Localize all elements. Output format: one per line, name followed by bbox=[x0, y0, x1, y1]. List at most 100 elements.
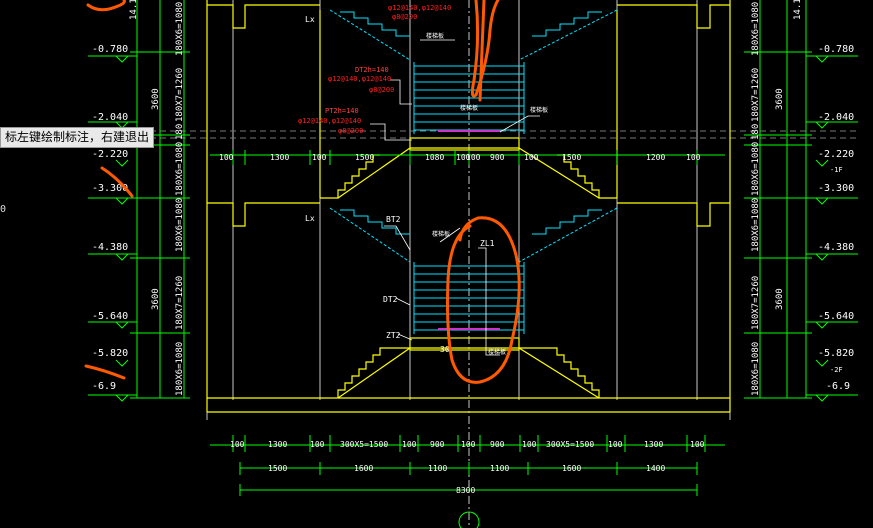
label-tag-e: 楼梯板 bbox=[460, 104, 478, 112]
mid-dim-10: 1500 bbox=[562, 153, 581, 162]
mid-dim-2: 1300 bbox=[270, 153, 289, 162]
left-elev-1: -0.780 bbox=[92, 44, 128, 55]
label-zl1: ZL1 bbox=[480, 239, 495, 248]
rebar-note-2: φ8@200 bbox=[392, 13, 417, 21]
right-step-6: 180X7=1260 bbox=[751, 276, 761, 330]
right-elev-1: -0.780 bbox=[818, 44, 854, 55]
drawing-labels: Lx Lx BT2 DT2 ZL1 ZT2 楼梯板 楼梯板 楼梯板 楼梯板 楼梯… bbox=[305, 15, 548, 356]
bottom-dim-4: 300X5=1500 bbox=[340, 440, 388, 449]
left-vertical-dims: 14.100 3600 3600 180X6=1080 180X7=1260 1… bbox=[129, 0, 185, 396]
bottom-dim-9: 100 bbox=[522, 440, 537, 449]
right-floor-mark-2: -2F bbox=[830, 366, 843, 374]
bottom-dim-8: 900 bbox=[490, 440, 505, 449]
bottom-dim-3: 100 bbox=[310, 440, 325, 449]
label-tag-b: 楼梯板 bbox=[530, 106, 548, 114]
left-step-7: 180X6=1080 bbox=[175, 342, 185, 396]
right-step-7: 180X6=1080 bbox=[751, 342, 761, 396]
left-elev-5: -4.380 bbox=[92, 242, 128, 253]
left-step-4: 180X6=1080 bbox=[175, 142, 185, 196]
mid-dim-1: 100 bbox=[219, 153, 234, 162]
right-height-2: 3600 bbox=[775, 288, 785, 310]
mid-dim-7: 100 bbox=[466, 153, 481, 162]
rebar-note-7: φ12@140,φ12@140 bbox=[298, 117, 361, 125]
dimension-lines bbox=[210, 150, 725, 528]
rebar-note-3: DT2h=140 bbox=[355, 66, 389, 74]
left-elevation-scale bbox=[88, 0, 190, 402]
bottom-dim-11: 100 bbox=[608, 440, 623, 449]
bottom-dim-13: 100 bbox=[690, 440, 705, 449]
right-elev-8: -6.9 bbox=[826, 381, 850, 392]
left-step-1: 180X6=1080 bbox=[175, 2, 185, 56]
rebar-note-8: φ8@200 bbox=[338, 127, 363, 135]
left-elev-8: -6.9 bbox=[92, 381, 116, 392]
left-elev-3: -2.220 bbox=[92, 149, 128, 160]
label-num-30: 30 bbox=[440, 345, 450, 354]
right-elev-4: -3.300 bbox=[818, 183, 854, 194]
stair-hatch bbox=[329, 9, 618, 334]
mid-dim-12: 100 bbox=[686, 153, 701, 162]
bottom-total: 8300 bbox=[456, 486, 475, 495]
mid-dim-6: 100 bbox=[456, 153, 471, 162]
left-elev-7: -5.820 bbox=[92, 348, 128, 359]
bottom-dim-5: 100 bbox=[402, 440, 417, 449]
right-elev-2: -2.040 bbox=[818, 112, 854, 123]
left-top-value: 14.100 bbox=[129, 0, 139, 20]
left-step-5: 180X6=1080 bbox=[175, 198, 185, 252]
right-elevation-labels: -0.780 -2.040 -2.220 -3.300 -4.380 -5.64… bbox=[818, 44, 854, 392]
bottom-dim-6: 900 bbox=[430, 440, 445, 449]
bottom-dim-2: 1300 bbox=[268, 440, 287, 449]
rebar-note-1: φ12@140,φ12@140 bbox=[388, 4, 451, 12]
bottom-dimension-text-row2: 1500 1600 1100 1100 1600 1400 8300 bbox=[268, 464, 665, 495]
label-tag-c: 楼梯板 bbox=[432, 230, 450, 238]
label-lx-bottom: Lx bbox=[305, 214, 315, 223]
right-elev-3: -2.220 bbox=[818, 149, 854, 160]
right-step-5: 180X6=1080 bbox=[751, 198, 761, 252]
bottom-dim-row2-2: 1600 bbox=[354, 464, 373, 473]
right-top-value: 14.100 bbox=[793, 0, 803, 20]
mid-dim-5: 1080 bbox=[425, 153, 444, 162]
right-elev-5: -4.380 bbox=[818, 242, 854, 253]
left-elev-2: -2.040 bbox=[92, 112, 128, 123]
right-elevation-scale bbox=[744, 0, 858, 402]
right-step-4: 180X6=1080 bbox=[751, 142, 761, 196]
left-height-2: 3600 bbox=[151, 288, 161, 310]
rebar-note-5: φ8@200 bbox=[369, 86, 394, 94]
right-step-1: 180X6=1080 bbox=[751, 2, 761, 56]
bottom-dim-row2-6: 1400 bbox=[646, 464, 665, 473]
left-elev-6: -5.640 bbox=[92, 311, 128, 322]
rebar-note-4: φ12@140,φ12@140 bbox=[328, 75, 391, 83]
cursor-readout: 0 bbox=[0, 204, 7, 215]
structure-outline bbox=[206, 0, 731, 413]
right-vertical-dims: 14.100 3600 3600 180X6=1080 180X7=1260 1… bbox=[751, 0, 803, 396]
bottom-dim-12: 1300 bbox=[644, 440, 663, 449]
label-tag-d: 楼梯板 bbox=[488, 348, 506, 356]
red-pen-markup bbox=[84, 0, 521, 384]
mid-dim-3: 100 bbox=[312, 153, 327, 162]
label-lx-top: Lx bbox=[305, 15, 315, 24]
bottom-dim-row2-1: 1500 bbox=[268, 464, 287, 473]
right-floor-mark-1: -1F bbox=[830, 166, 843, 174]
left-elev-4: -3.300 bbox=[92, 183, 128, 194]
bottom-dim-row2-3: 1100 bbox=[428, 464, 447, 473]
label-dt2: DT2 bbox=[383, 295, 398, 304]
label-zt2: ZT2 bbox=[386, 331, 401, 340]
right-step-3: 180 bbox=[751, 124, 761, 140]
mid-dim-11: 1200 bbox=[646, 153, 665, 162]
label-bt2: BT2 bbox=[386, 215, 401, 224]
mid-dim-8: 900 bbox=[490, 153, 505, 162]
right-elev-7: -5.820 bbox=[818, 348, 854, 359]
label-tag-a: 楼梯板 bbox=[426, 32, 444, 40]
bottom-dim-7: 100 bbox=[461, 440, 476, 449]
right-height-1: 3600 bbox=[775, 88, 785, 110]
mid-dim-4: 1500 bbox=[355, 153, 374, 162]
rebar-note-6: PT2h=140 bbox=[325, 107, 359, 115]
left-step-6: 180X7=1260 bbox=[175, 276, 185, 330]
right-step-2: 180X7=1260 bbox=[751, 68, 761, 122]
bottom-dim-row2-4: 1100 bbox=[490, 464, 509, 473]
bottom-dim-1: 100 bbox=[230, 440, 245, 449]
left-elevation-labels: -0.780 -2.040 -2.220 -3.300 -4.380 -5.64… bbox=[92, 44, 128, 392]
left-step-2: 180X7=1260 bbox=[175, 68, 185, 122]
bottom-dim-10: 300X5=1500 bbox=[546, 440, 594, 449]
left-height-1: 3600 bbox=[151, 88, 161, 110]
